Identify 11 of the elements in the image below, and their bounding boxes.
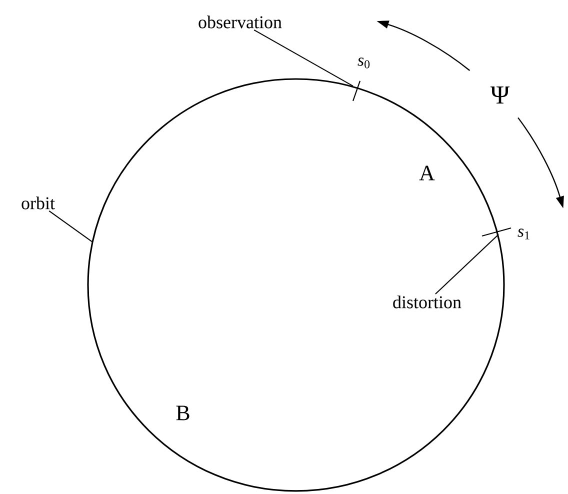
leader-line — [48, 210, 92, 242]
region-label: A — [419, 166, 435, 180]
angle-symbol: Ψ — [490, 86, 510, 104]
leader-line — [435, 234, 499, 294]
point-label: s$_{1}$ — [518, 228, 530, 240]
leader-text: observation — [198, 16, 282, 28]
point-label: s$_{0}$ — [358, 58, 370, 68]
leader-line — [254, 30, 354, 87]
leader-text: orbit — [22, 196, 55, 210]
region-label: B — [176, 406, 190, 420]
leader-text: distortion — [393, 296, 462, 308]
